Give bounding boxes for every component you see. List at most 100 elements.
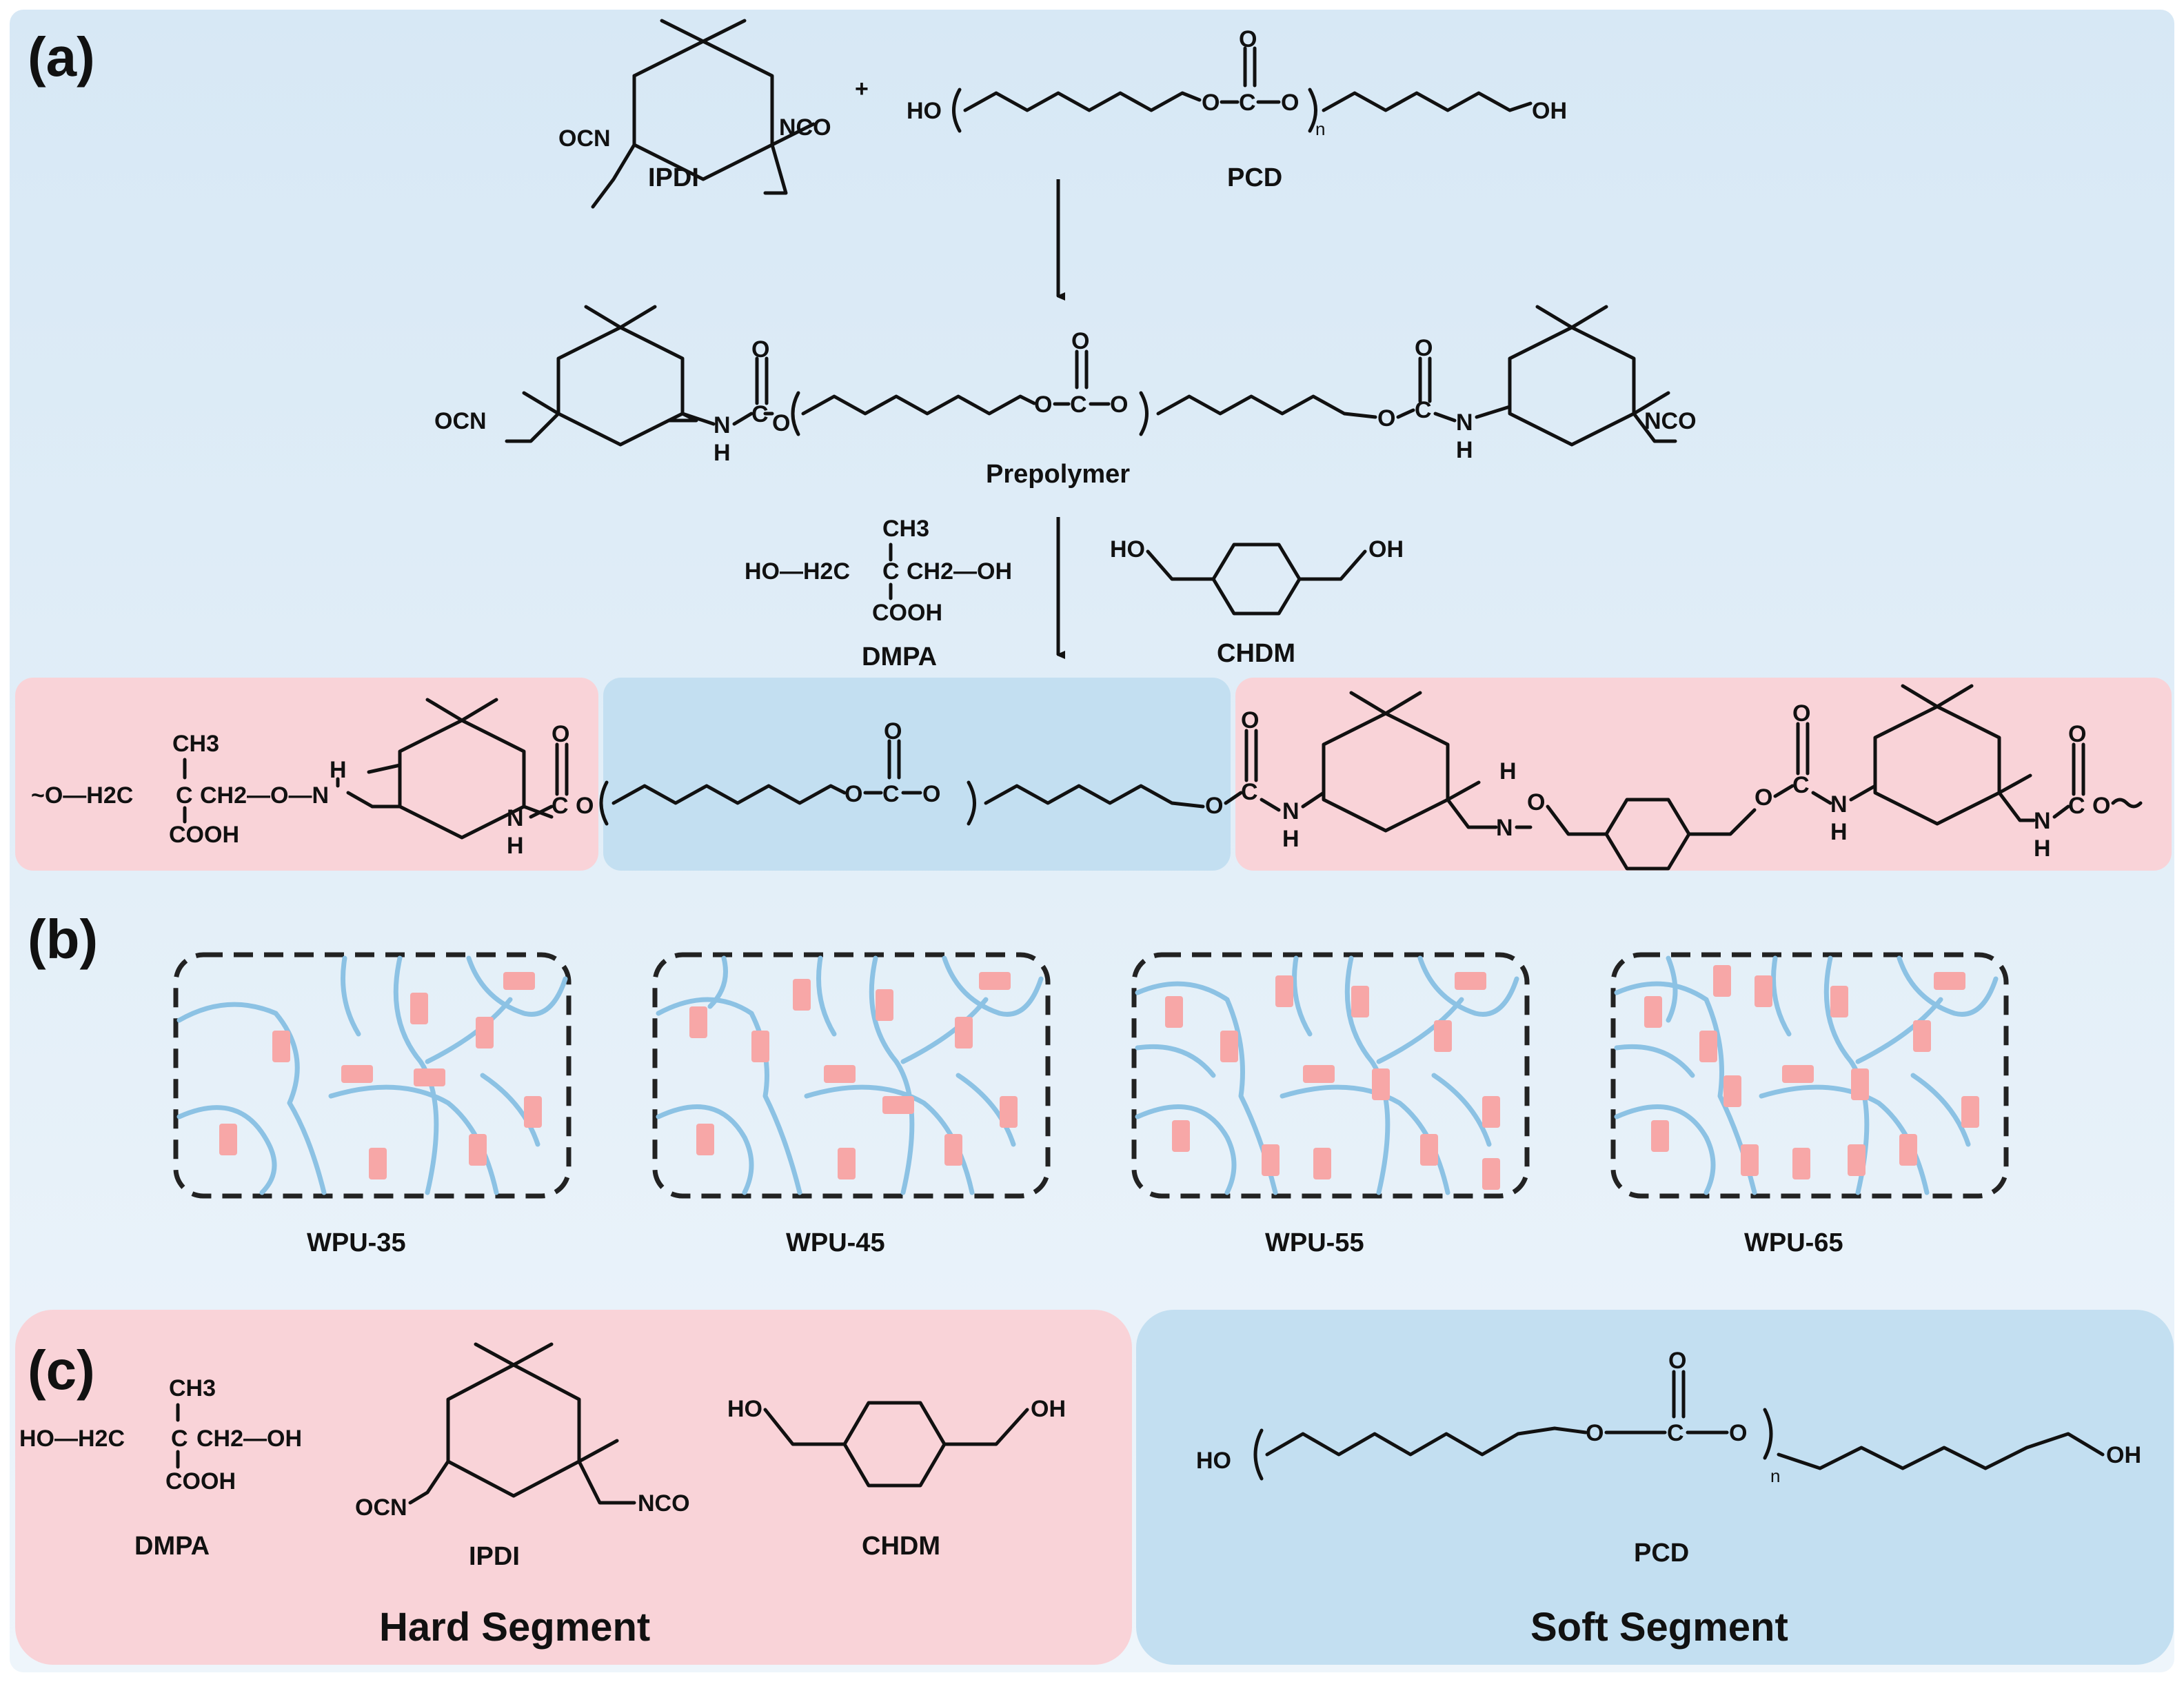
svg-text:H: H bbox=[2034, 835, 2051, 862]
panel-label-a: (a) bbox=[28, 26, 95, 88]
pcd-structure-a: HO O C O O n OH PCD bbox=[907, 26, 1567, 192]
svg-text:O: O bbox=[1241, 707, 1259, 733]
svg-text:NCO: NCO bbox=[638, 1490, 690, 1517]
svg-text:O: O bbox=[922, 781, 940, 807]
ipdi-name-a: IPDI bbox=[648, 163, 699, 192]
wpu-55-network: WPU-55 bbox=[1131, 952, 1530, 1257]
svg-text:CH2—OH: CH2—OH bbox=[907, 558, 1012, 585]
svg-text:O: O bbox=[1729, 1420, 1747, 1446]
sample-label-wpu-55: WPU-55 bbox=[1265, 1228, 1364, 1257]
svg-text:O: O bbox=[1755, 784, 1772, 811]
svg-text:O: O bbox=[552, 721, 569, 747]
svg-text:C: C bbox=[1241, 779, 1258, 805]
svg-text:O: O bbox=[1281, 90, 1299, 116]
chdm-structure-a: HO OH CHDM bbox=[1110, 536, 1404, 668]
svg-text:N: N bbox=[2034, 808, 2051, 834]
dmpa-structure-c: CH3 HO—H2C C CH2—OH COOH DMPA bbox=[19, 1375, 302, 1561]
plus-sign: + bbox=[855, 76, 869, 102]
svg-text:OCN: OCN bbox=[355, 1494, 407, 1521]
svg-text:H: H bbox=[1456, 437, 1473, 463]
sample-label-wpu-65: WPU-65 bbox=[1744, 1228, 1843, 1257]
chdm-name-a: CHDM bbox=[1217, 639, 1295, 668]
svg-text:C: C bbox=[176, 782, 193, 809]
svg-text:O: O bbox=[1202, 90, 1220, 116]
svg-text:O: O bbox=[1034, 392, 1052, 418]
svg-text:C: C bbox=[2068, 793, 2085, 819]
svg-text:CH2—O—N: CH2—O—N bbox=[200, 782, 329, 809]
svg-text:~O—H2C: ~O—H2C bbox=[31, 782, 133, 809]
svg-text:n: n bbox=[1315, 119, 1325, 139]
svg-text:H: H bbox=[1499, 758, 1517, 784]
svg-text:O: O bbox=[2068, 721, 2086, 747]
pcd-structure-c: HO O C O O n OH PCD bbox=[1196, 1348, 2141, 1568]
svg-text:O: O bbox=[772, 410, 790, 436]
sample-label-wpu-45: WPU-45 bbox=[786, 1228, 885, 1257]
svg-text:CH3: CH3 bbox=[882, 516, 929, 542]
svg-text:OH: OH bbox=[1368, 536, 1404, 563]
ipdi-structure-c: NCO OCN IPDI bbox=[355, 1342, 690, 1571]
svg-text:C: C bbox=[1070, 392, 1087, 418]
ipdi-structure-a: OCN NCO IPDI bbox=[558, 19, 831, 209]
dmpa-structure-a: CH3 HO—H2C C CH2—OH COOH DMPA bbox=[745, 516, 1012, 671]
svg-text:N: N bbox=[1282, 798, 1300, 824]
svg-text:N: N bbox=[714, 412, 731, 438]
pcd-name-c: PCD bbox=[1634, 1539, 1689, 1568]
svg-text:O: O bbox=[1527, 789, 1545, 815]
svg-text:HO: HO bbox=[907, 98, 942, 124]
svg-text:O: O bbox=[1377, 405, 1395, 432]
svg-text:C: C bbox=[1792, 772, 1810, 798]
svg-text:H: H bbox=[714, 440, 731, 466]
svg-text:CH2—OH: CH2—OH bbox=[196, 1426, 302, 1452]
svg-text:N: N bbox=[1830, 791, 1848, 818]
svg-text:COOH: COOH bbox=[872, 600, 942, 626]
prepolymer-structure: OCN N H C O O O C O O O C O N H bbox=[434, 305, 1697, 489]
svg-text:OH: OH bbox=[1532, 98, 1567, 124]
svg-text:COOH: COOH bbox=[165, 1468, 236, 1494]
wpu-35-network: WPU-35 bbox=[173, 952, 572, 1257]
svg-text:OH: OH bbox=[2106, 1442, 2141, 1468]
svg-text:O: O bbox=[845, 781, 862, 807]
svg-text:HO—H2C: HO—H2C bbox=[745, 558, 850, 585]
svg-text:O: O bbox=[751, 336, 769, 363]
ipdi-nco: NCO bbox=[779, 114, 831, 141]
product-soft-segment bbox=[603, 678, 1231, 871]
dmpa-name-c: DMPA bbox=[134, 1532, 210, 1561]
product-structure: ~O—H2C CH3 C CH2—O—N COOH H N H C O O O … bbox=[31, 684, 2143, 871]
svg-text:C: C bbox=[882, 781, 900, 807]
svg-text:CH3: CH3 bbox=[169, 1375, 216, 1401]
svg-text:HO: HO bbox=[727, 1396, 762, 1422]
svg-text:O: O bbox=[1792, 700, 1810, 727]
svg-text:C: C bbox=[1667, 1420, 1684, 1446]
svg-text:N: N bbox=[1496, 815, 1513, 841]
pcd-name-a: PCD bbox=[1227, 163, 1282, 192]
ipdi-name-c: IPDI bbox=[469, 1542, 520, 1571]
svg-text:O: O bbox=[576, 793, 594, 819]
soft-segment-title: Soft Segment bbox=[1530, 1605, 1788, 1650]
svg-text:O: O bbox=[1239, 26, 1257, 52]
svg-text:C: C bbox=[1239, 90, 1256, 116]
soft-segment-box bbox=[1136, 1310, 2174, 1665]
svg-text:N: N bbox=[1456, 409, 1473, 436]
sample-label-wpu-35: WPU-35 bbox=[307, 1228, 406, 1257]
svg-text:H: H bbox=[507, 833, 524, 859]
chdm-name-c: CHDM bbox=[862, 1532, 940, 1561]
svg-text:O: O bbox=[2092, 793, 2110, 819]
svg-text:O: O bbox=[1110, 392, 1128, 418]
svg-text:CH3: CH3 bbox=[172, 731, 219, 757]
hard-segment-box bbox=[15, 1310, 1132, 1665]
dmpa-name-a: DMPA bbox=[862, 642, 937, 671]
svg-text:HO: HO bbox=[1110, 536, 1145, 563]
svg-text:NCO: NCO bbox=[1644, 408, 1697, 434]
chdm-structure-c: HO OH CHDM bbox=[727, 1396, 1066, 1561]
svg-text:HO—H2C: HO—H2C bbox=[19, 1426, 125, 1452]
svg-text:C: C bbox=[882, 558, 900, 585]
svg-text:H: H bbox=[1830, 819, 1848, 845]
prepolymer-name: Prepolymer bbox=[986, 460, 1130, 489]
svg-text:O: O bbox=[1205, 793, 1223, 819]
svg-text:C: C bbox=[171, 1426, 188, 1452]
svg-text:H: H bbox=[1282, 826, 1300, 852]
svg-text:COOH: COOH bbox=[169, 822, 239, 848]
svg-text:O: O bbox=[1415, 335, 1433, 361]
svg-text:C: C bbox=[552, 793, 569, 819]
